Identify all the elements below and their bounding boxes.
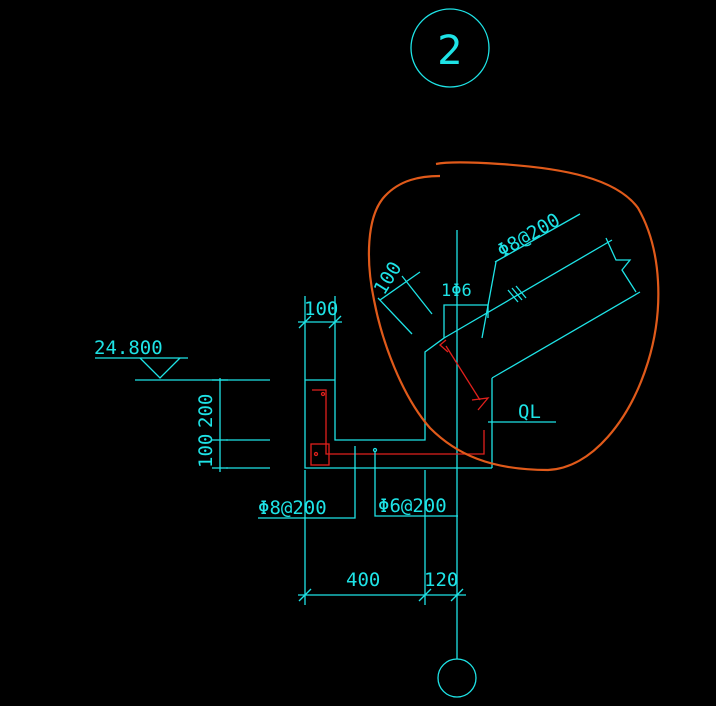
dim-top-width: 100 (304, 298, 338, 320)
beam-label-text: QL (518, 401, 541, 423)
vertical-dimension: 200 100 (195, 378, 270, 472)
beam-label: QL (488, 401, 556, 423)
axis-circle (437, 658, 477, 698)
section-number-circle (410, 8, 490, 88)
rebar-small: 1Φ6 (441, 281, 472, 301)
rebar-bottom-left: Φ8@200 (258, 497, 327, 519)
rebar-small-label: 1Φ6 (441, 281, 472, 301)
dim-height-upper: 200 (195, 394, 217, 428)
rebar-leader-slope: Φ8@200 (481, 209, 581, 339)
elevation-value: 24.800 (94, 337, 163, 359)
gutter-section-outline (304, 237, 641, 469)
top-width-dimension: 100 (298, 296, 342, 380)
section-number: 2 (437, 28, 462, 74)
rebar-lines (310, 339, 490, 466)
rebar-leader-bottom: Φ8@200 Φ6@200 (258, 446, 458, 519)
rebar-slope: Φ8@200 (494, 209, 564, 262)
highlight-outline (367, 161, 660, 472)
dim-height-lower: 100 (195, 434, 217, 468)
dim-width-400: 400 (346, 569, 380, 591)
dim-slope-100: 100 (370, 258, 407, 299)
rebar-bottom-middle: Φ6@200 (378, 495, 447, 517)
bottom-dimension: 400 120 (298, 470, 466, 605)
elevation-marker: 24.800 (94, 337, 270, 381)
dim-width-120: 120 (424, 569, 458, 591)
